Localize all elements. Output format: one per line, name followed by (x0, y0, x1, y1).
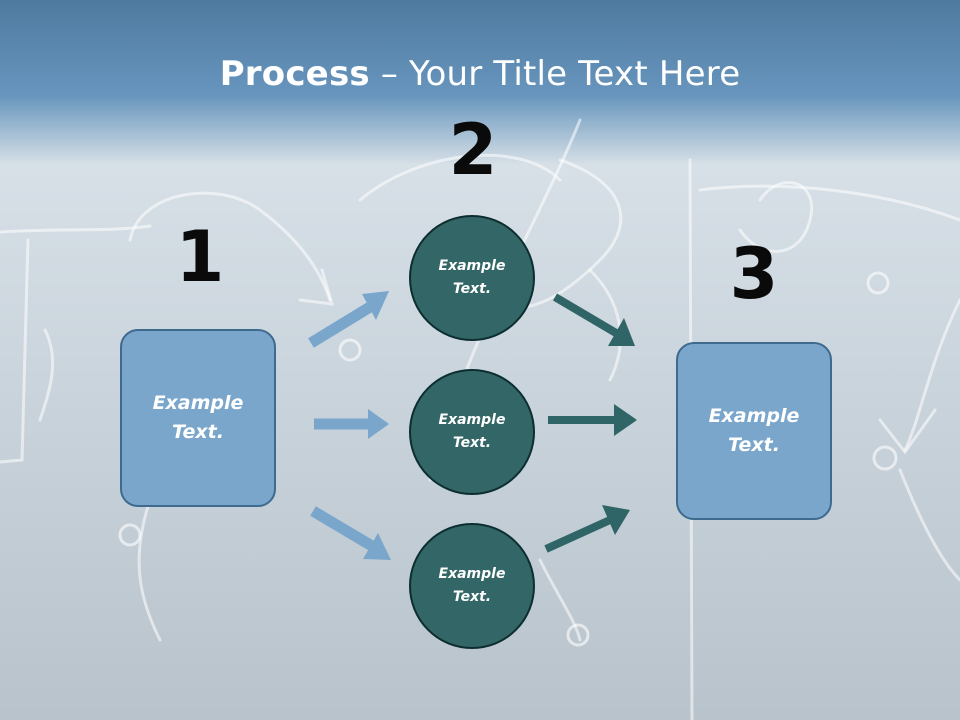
circle-top-text: Example Text. (438, 258, 506, 297)
arrow-right-middle (548, 404, 637, 436)
middle-circle-bottom: Example Text. (409, 523, 535, 649)
circle-center-text: Example Text. (438, 412, 506, 451)
slide-title: Process – Your Title Text Here (0, 54, 960, 94)
arrow-right-top (552, 293, 635, 346)
arrow-right-bottom (544, 505, 630, 553)
right-process-box: Example Text. (676, 342, 832, 520)
arrow-left-top (308, 291, 389, 348)
step-number-2: 2 (448, 109, 498, 191)
circle-bottom-text: Example Text. (438, 566, 506, 605)
title-bold: Process (219, 54, 370, 94)
step-number-1: 1 (175, 216, 225, 298)
arrow-left-middle (314, 409, 389, 439)
title-rest: – Your Title Text Here (369, 54, 741, 94)
right-box-text: Example Text. (708, 405, 800, 456)
step-number-3: 3 (729, 233, 779, 315)
left-process-box: Example Text. (120, 329, 276, 507)
middle-circle-top: Example Text. (409, 215, 535, 341)
middle-circle-center: Example Text. (409, 369, 535, 495)
arrow-left-bottom (310, 506, 391, 560)
left-box-text: Example Text. (152, 392, 244, 443)
